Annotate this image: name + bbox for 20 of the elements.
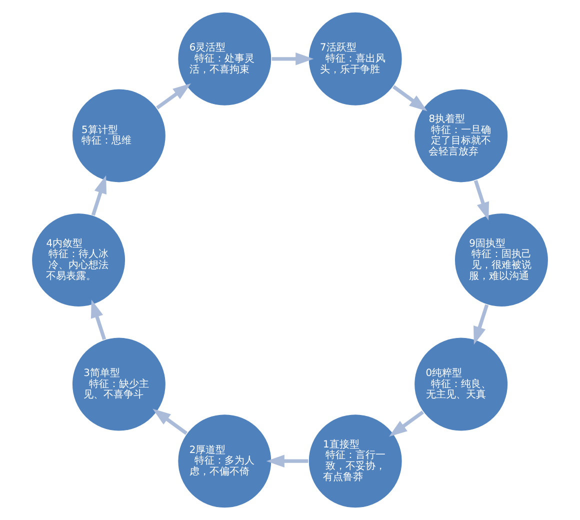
node-circle: 1直接型 特征：言行一致，不妥协，有点鲁莽: [308, 414, 403, 508]
node-circle: 7活跃型 特征：喜出风头，乐于争胜: [308, 12, 403, 106]
node-circle: 2厚道型 特征：多为人虑，不偏不倚: [177, 414, 272, 508]
node-circle: 0纯粹型 特征：纯良、无主见、天真: [414, 336, 508, 432]
node-circle: 8执着型 特征：一旦确定了目标就不会轻言放弃: [414, 88, 508, 184]
arrow: [272, 52, 314, 66]
arrow: [474, 304, 489, 345]
arrow: [152, 408, 188, 435]
arrow: [389, 410, 424, 437]
arrow: [90, 300, 106, 340]
node-circle: 5算计型 特征：思维: [72, 88, 166, 184]
arrow: [91, 175, 106, 216]
node-circle: 3简单型 特征：缺少主见、不喜争斗: [72, 336, 166, 432]
arrow: [266, 454, 308, 468]
node-circle: 9固执型 特征：固执己见，很难被说服，难以沟通: [454, 212, 549, 308]
arrow: [474, 180, 490, 220]
node-circle: 4内敛型 特征：待人冰冷、内心想法不易表露。: [31, 212, 126, 308]
node-circle: 6灵活型 特征：处事灵活，不喜拘束: [177, 12, 272, 106]
arrow: [392, 85, 428, 112]
arrow: [156, 83, 191, 110]
